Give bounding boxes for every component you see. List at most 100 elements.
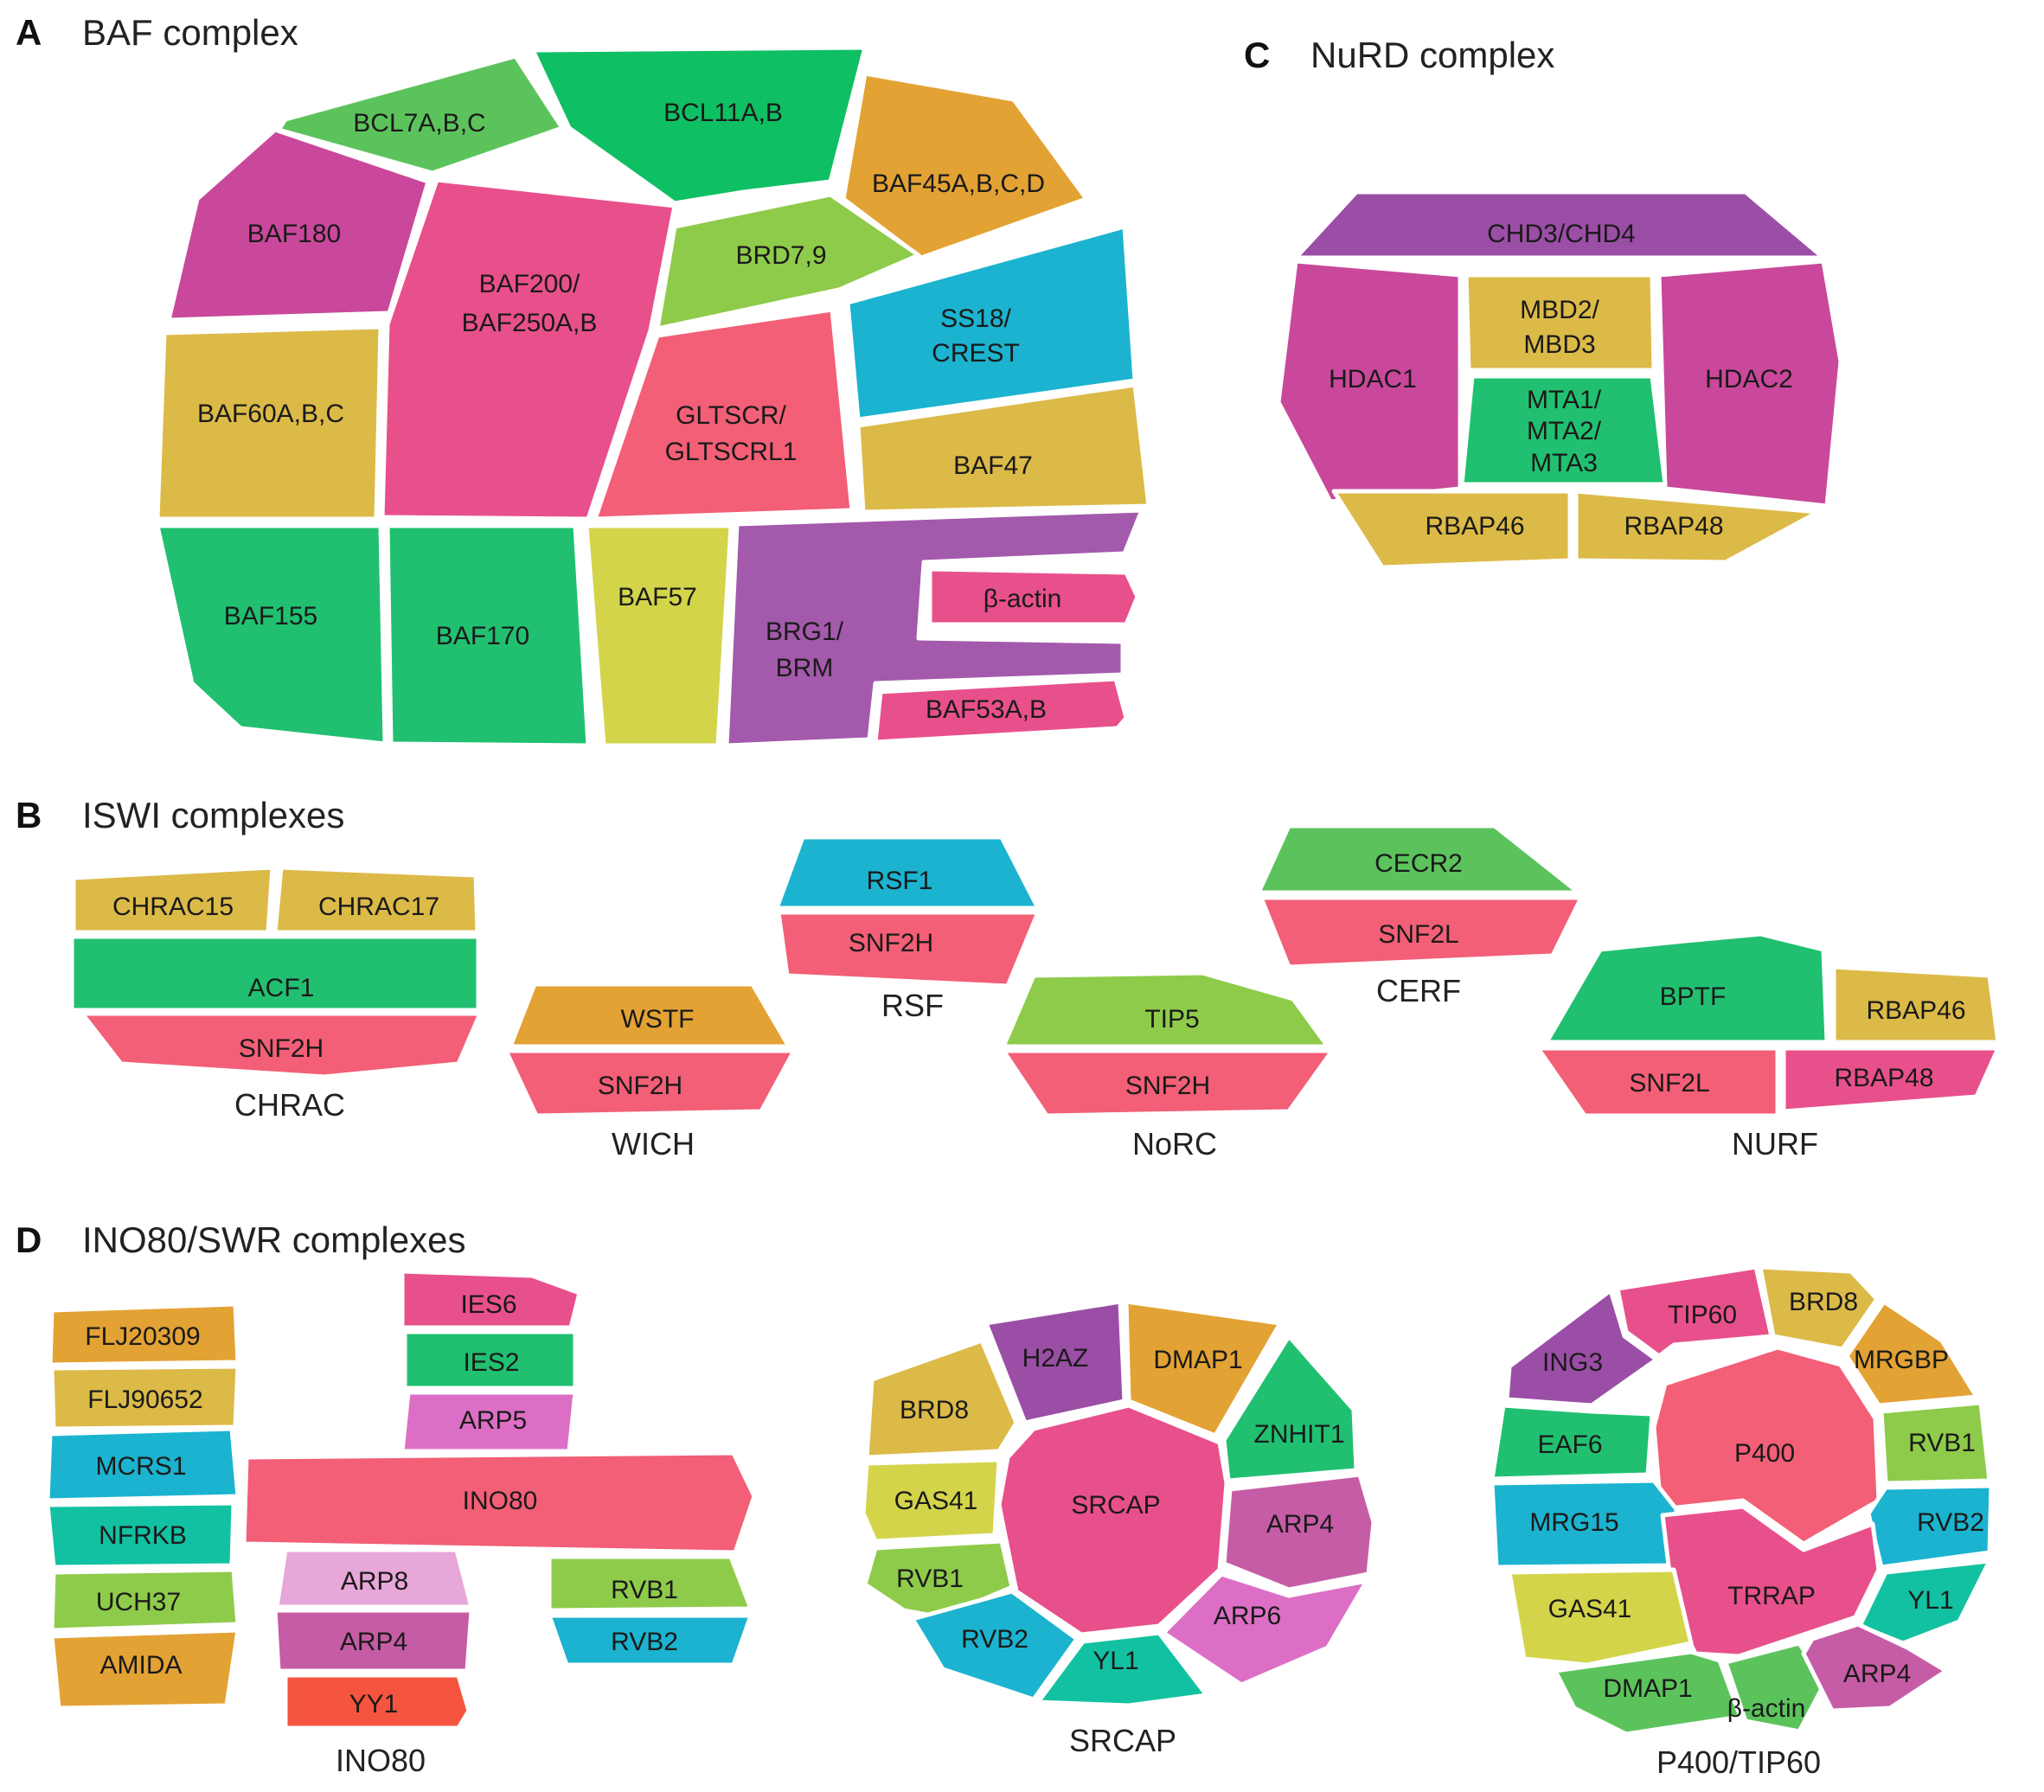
baf-gltscr-shape <box>593 307 855 522</box>
iswi-cerf: CECR2 SNF2L CERF <box>1256 823 1584 1008</box>
ino80-arp5-label: ARP5 <box>459 1406 527 1435</box>
panel-d-title: INO80/SWR complexes <box>82 1219 465 1260</box>
nurd-mta-label-2: MTA2/ <box>1527 417 1602 445</box>
srcap-rvb1-label: RVB1 <box>896 1565 964 1593</box>
cerf-name: CERF <box>1376 973 1461 1008</box>
ino80-ino80-shape <box>241 1450 757 1555</box>
baf-baf200-shape <box>380 177 677 522</box>
p400-p400-label: P400 <box>1734 1439 1795 1468</box>
chrac-chrac15-shape <box>71 865 275 935</box>
baf-baf45-shape <box>841 71 1089 260</box>
rsf-snf2h-shape <box>776 910 1041 989</box>
srcap-znhit1-label: ZNHIT1 <box>1254 1420 1345 1449</box>
p400-bactin-label: β-actin <box>1727 1694 1806 1723</box>
norc-name: NoRC <box>1132 1126 1217 1162</box>
srcap-srcap-shape <box>996 1403 1229 1637</box>
p400-rvb1-label: RVB1 <box>1908 1429 1976 1457</box>
wich-wstf-label: WSTF <box>621 1005 695 1034</box>
cerf-cecr2-shape <box>1256 823 1581 895</box>
iswi-rsf: RSF1 SNF2H RSF <box>774 835 1041 1023</box>
p400-mrgbp-shape <box>1844 1299 1979 1408</box>
baf-bcl7-shape <box>276 54 565 176</box>
baf-gltscr-label-1: GLTSCR/ <box>676 401 786 430</box>
nurd-hdac1-label: HDAC1 <box>1329 365 1417 394</box>
ino80-nfrkb-label: NFRKB <box>99 1521 187 1550</box>
srcap-yl1-shape <box>1035 1630 1209 1708</box>
p400-arp4-shape <box>1801 1622 1949 1713</box>
p400-rvb2-label: RVB2 <box>1917 1508 1984 1537</box>
nurd-chd-label: CHD3/CHD4 <box>1487 220 1636 248</box>
nurf-rbap46-label: RBAP46 <box>1866 996 1965 1025</box>
norc-snf2h-label: SNF2H <box>1125 1072 1210 1100</box>
baf-brg1-label-2: BRM <box>776 654 834 682</box>
nurf-bptf-shape <box>1544 931 1829 1045</box>
baf-brg1-shape <box>724 508 1144 748</box>
iswi-chrac: CHRAC15 CHRAC17 ACF1 SNF2H CHRAC <box>69 865 483 1123</box>
p400-yl1-shape <box>1857 1558 1992 1646</box>
p400-bactin-shape <box>1723 1641 1828 1734</box>
nurf-rbap46-shape <box>1831 964 2001 1045</box>
nurf-snf2l-label: SNF2L <box>1629 1069 1709 1098</box>
p400-mrg15-label: MRG15 <box>1529 1508 1618 1537</box>
nurf-rbap48-shape <box>1781 1046 2001 1114</box>
p400-tip60-label: TIP60 <box>1668 1301 1737 1329</box>
srcap-arp6-shape <box>1161 1571 1369 1687</box>
nurd-complex: CHD3/CHD4 HDAC1 MBD2/ MBD3 HDAC2 MTA1/ M… <box>1276 189 1843 570</box>
wich-snf2h-label: SNF2H <box>598 1072 682 1100</box>
baf-baf60-label: BAF60A,B,C <box>197 400 344 428</box>
panel-b-title: ISWI complexes <box>82 795 344 835</box>
chrac-chrac15-label: CHRAC15 <box>112 893 234 921</box>
nurd-rbap46-label: RBAP46 <box>1425 512 1524 541</box>
ino80-arp5-shape <box>400 1390 578 1454</box>
iswi-wich: WSTF SNF2H WICH <box>503 982 797 1162</box>
srcap-complex: H2AZ DMAP1 BRD8 ZNHIT1 SRCAP GAS41 ARP4 … <box>861 1299 1376 1758</box>
p400-trrap-label: TRRAP <box>1727 1582 1816 1610</box>
ino80-ies2-shape <box>402 1329 578 1391</box>
p400-name: P400/TIP60 <box>1656 1744 1821 1780</box>
srcap-h2az-shape <box>984 1299 1127 1425</box>
srcap-arp4-label: ARP4 <box>1266 1510 1334 1539</box>
nurd-mta-label-1: MTA1/ <box>1527 386 1602 414</box>
nurf-name: NURF <box>1732 1126 1818 1162</box>
nurd-mta-shape <box>1459 374 1668 487</box>
nurd-hdac2-label: HDAC2 <box>1705 365 1793 394</box>
p400-p400-shape <box>1651 1345 1881 1546</box>
srcap-gas41-label: GAS41 <box>894 1487 978 1515</box>
ino80-name: INO80 <box>336 1743 426 1778</box>
ino80-rvb2-label: RVB2 <box>611 1628 678 1656</box>
cerf-snf2l-shape <box>1259 895 1584 970</box>
p400-arp4-label: ARP4 <box>1843 1660 1911 1688</box>
p400-gas41-label: GAS41 <box>1548 1595 1632 1623</box>
baf-baf170-shape <box>385 523 591 748</box>
srcap-dmap1-shape <box>1124 1299 1283 1438</box>
iswi-nurf: BPTF RBAP46 SNF2L RBAP48 NURF <box>1535 931 2001 1162</box>
p400-mrgbp-label: MRGBP <box>1854 1346 1949 1374</box>
panel-c-header: C NuRD complex <box>1244 35 1554 75</box>
nurd-hdac2-shape <box>1656 259 1843 509</box>
baf-baf200-label-2: BAF250A,B <box>462 309 598 337</box>
iswi-norc: TIP5 SNF2H NoRC <box>1001 970 1335 1162</box>
srcap-h2az-label: H2AZ <box>1022 1344 1089 1373</box>
p400-eaf6-label: EAF6 <box>1537 1430 1602 1459</box>
chrac-chrac17-shape <box>272 865 480 935</box>
ino80-rvb1-shape <box>547 1554 753 1613</box>
rsf-rsf1-shape <box>774 835 1041 911</box>
srcap-rvb2-label: RVB2 <box>961 1625 1028 1654</box>
panel-c-letter: C <box>1244 35 1270 75</box>
baf-gltscr-label-2: GLTSCRL1 <box>665 438 798 466</box>
srcap-znhit1-shape <box>1221 1334 1359 1483</box>
ino80-yy1-shape <box>283 1673 471 1731</box>
p400-eaf6-shape <box>1490 1403 1655 1482</box>
ino80-ino80-label: INO80 <box>463 1487 538 1515</box>
nurd-mbd-label-1: MBD2/ <box>1520 296 1599 324</box>
ino80-mcrs1-shape <box>45 1426 240 1503</box>
ino80-amida-shape <box>49 1628 240 1711</box>
srcap-gas41-shape <box>861 1457 1002 1544</box>
rsf-rsf1-label: RSF1 <box>867 867 933 895</box>
chrac-name: CHRAC <box>234 1087 345 1123</box>
ino80-flj20309-shape <box>48 1302 240 1367</box>
ino80-ies2-label: IES2 <box>463 1348 519 1377</box>
baf-brg1-label-1: BRG1/ <box>766 618 844 646</box>
srcap-yl1-label: YL1 <box>1092 1647 1138 1675</box>
p400-brd8-label: BRD8 <box>1789 1288 1858 1316</box>
